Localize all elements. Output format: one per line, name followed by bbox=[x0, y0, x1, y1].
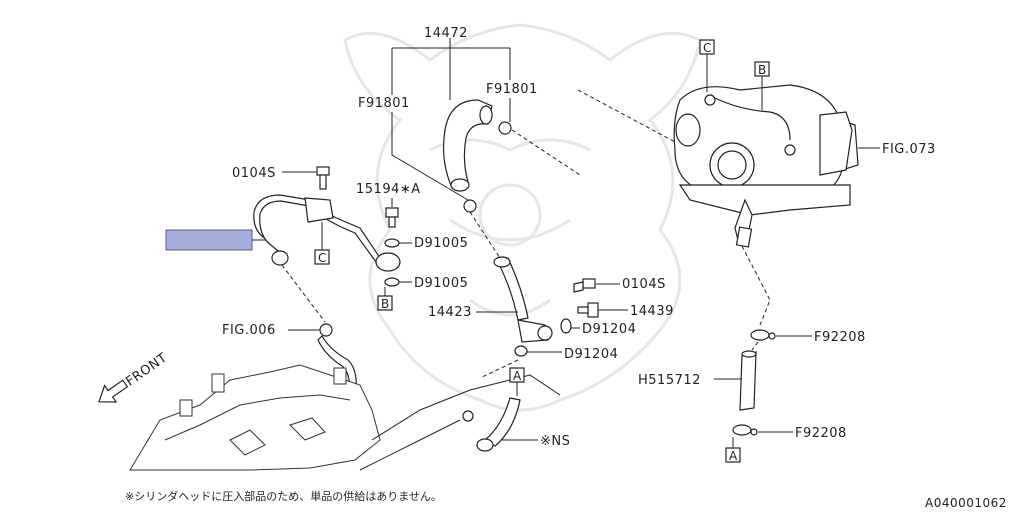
washer-d91005-lower bbox=[384, 277, 400, 287]
hose-h515712 bbox=[739, 350, 757, 411]
svg-text:A: A bbox=[729, 449, 738, 463]
bolt-0104s-right bbox=[573, 278, 596, 293]
clip-f92208-lower bbox=[732, 424, 758, 436]
label-fig006[interactable]: FIG.006 bbox=[222, 323, 276, 338]
label-f91801-left: F91801 bbox=[358, 96, 410, 111]
washer-d91005-upper bbox=[384, 238, 400, 248]
highlighted-part-number-box[interactable] bbox=[165, 229, 253, 251]
label-d91005-lower: D91005 bbox=[414, 276, 468, 291]
label-15194a: 15194∗A bbox=[356, 182, 421, 197]
label-d91204-upper: D91204 bbox=[582, 322, 636, 337]
turbocharger bbox=[673, 84, 859, 248]
svg-text:A: A bbox=[513, 369, 522, 383]
label-fig073[interactable]: FIG.073 bbox=[882, 142, 936, 157]
svg-text:FRONT: FRONT bbox=[123, 350, 170, 389]
bolt-14439 bbox=[577, 302, 599, 318]
front-direction-arrow: FRONT bbox=[98, 350, 170, 403]
bolt-0104s-left bbox=[316, 166, 330, 190]
oil-pipe-assembly bbox=[253, 194, 401, 272]
svg-text:C: C bbox=[318, 251, 326, 265]
label-h515712: H515712 bbox=[638, 373, 701, 388]
hose-14472 bbox=[442, 99, 512, 213]
pipe-14423 bbox=[493, 256, 553, 343]
label-0104s-left: 0104S bbox=[232, 166, 276, 181]
label-0104s-right: 0104S bbox=[622, 277, 666, 292]
label-f92208-lower: F92208 bbox=[795, 426, 847, 441]
label-ns: ※NS bbox=[540, 434, 570, 449]
washer-d91204-lower bbox=[514, 345, 528, 357]
bolt-15194a bbox=[385, 207, 399, 228]
svg-text:C: C bbox=[703, 41, 711, 55]
hose-ns bbox=[462, 397, 521, 452]
engine-block bbox=[129, 364, 561, 471]
ref-box-a-bottom bbox=[725, 447, 741, 463]
svg-text:B: B bbox=[381, 297, 389, 311]
diagram-code: A040001062 bbox=[925, 496, 1007, 510]
label-f91801-right: F91801 bbox=[486, 82, 538, 97]
label-f92208-upper: F92208 bbox=[814, 330, 866, 345]
clip-f92208-upper bbox=[750, 329, 776, 341]
label-d91005-upper: D91005 bbox=[414, 236, 468, 251]
washer-d91204-upper bbox=[560, 318, 572, 334]
label-14423: 14423 bbox=[428, 305, 472, 320]
svg-text:B: B bbox=[758, 63, 766, 77]
footnote: ※シリンダヘッドに圧入部品のため、単品の供給はありません。 bbox=[125, 489, 442, 503]
label-d91204-lower: D91204 bbox=[564, 347, 618, 362]
label-14472: 14472 bbox=[424, 26, 468, 41]
label-14439: 14439 bbox=[630, 304, 674, 319]
